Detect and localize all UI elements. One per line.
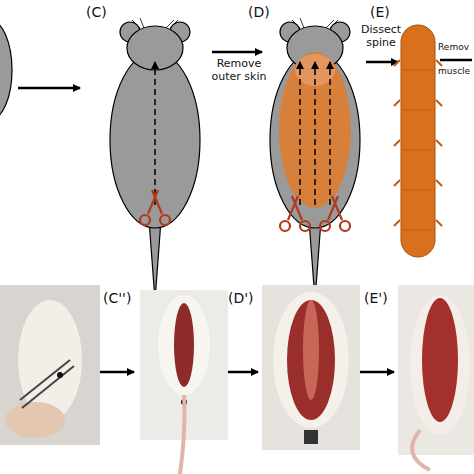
step-label: Remove outer skin: [206, 58, 272, 83]
panel-label: (C): [86, 4, 126, 20]
panel-label: (E'): [364, 290, 398, 306]
step-label: muscle: [438, 66, 472, 76]
panel-label: (D'): [228, 290, 262, 306]
step-label: Remov: [438, 42, 472, 52]
step-label: Dissect spine: [358, 24, 404, 49]
panel-label: (D): [248, 4, 288, 20]
panel-label: (C''): [103, 290, 143, 306]
panel-label: (E): [370, 4, 400, 20]
